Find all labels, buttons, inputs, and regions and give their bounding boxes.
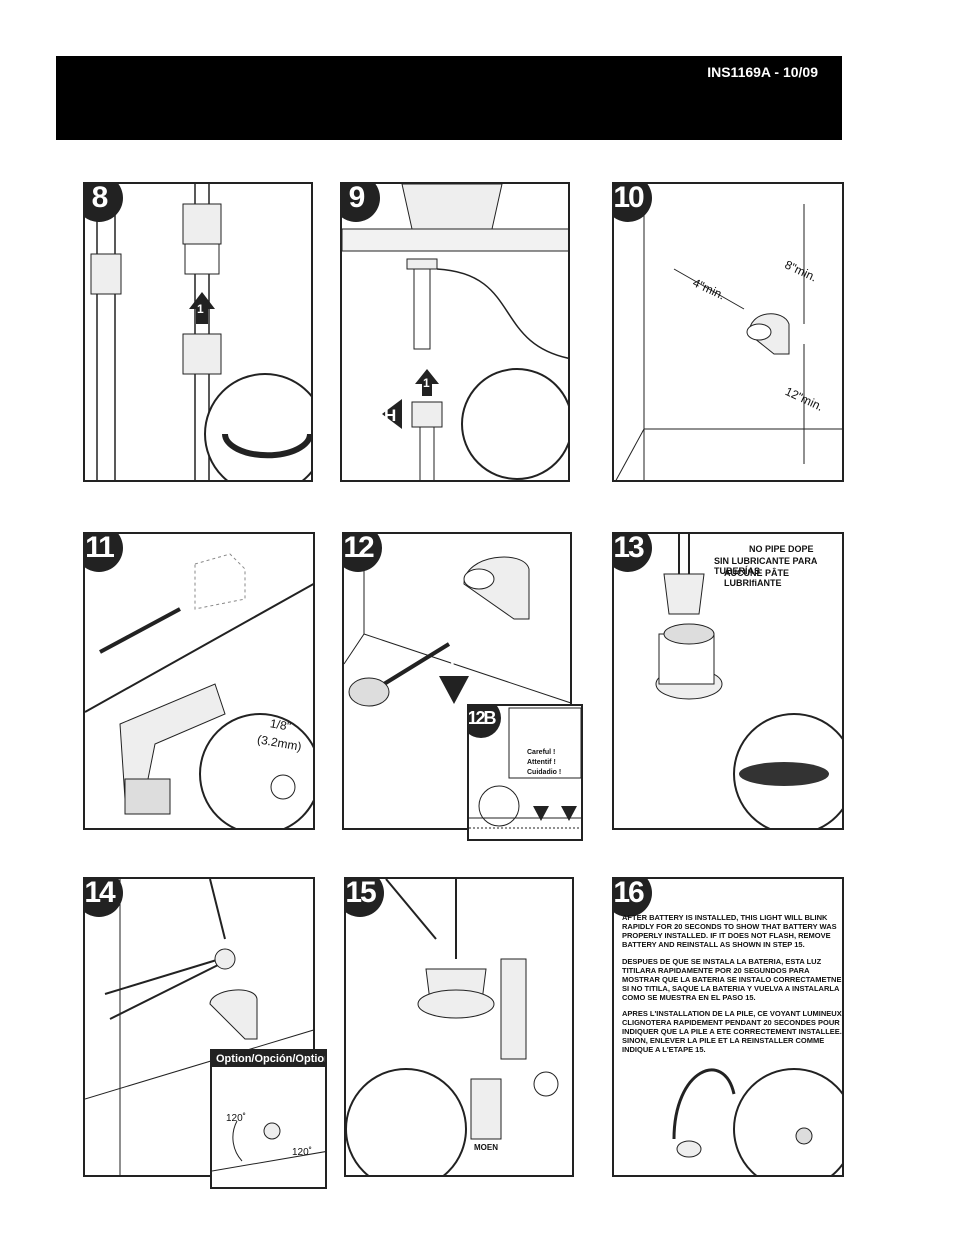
step-8-illustration [90, 184, 311, 480]
step-12-part-k: K [442, 560, 455, 579]
step-12-part-i: I [450, 654, 455, 673]
step-10-part-k: K [715, 320, 728, 339]
step-16-panel: 16 AFTER BATTERY IS INSTALLED, THIS LIGH… [612, 877, 844, 1177]
step-13-note-fr: AUCUNE PÂTE LUBRIfiANTE [724, 568, 790, 588]
step-8-panel: 8 1 [83, 182, 313, 482]
step-8-number: 8 [85, 184, 123, 222]
step-14-angle-2: 120˚ [292, 1147, 313, 1158]
step-16-illustration [672, 1068, 842, 1175]
step-16-text-fr: APRES L'INSTALLATION DE LA PILE, CE VOYA… [622, 1009, 842, 1054]
step-13-part-h: H [638, 582, 651, 601]
step-15-panel: 15 K L M MOEN [344, 877, 574, 1177]
step-12b-careful-en: Careful ! [527, 749, 556, 756]
step-9-illustration [342, 184, 568, 480]
step-12b-careful-es: Cuidadio ! [527, 769, 562, 776]
step-12b-illustration [469, 707, 581, 829]
step-12-illustration [344, 534, 570, 707]
step-8-arrow-1-label: 1 [197, 302, 204, 316]
step-15-illustration [346, 879, 559, 1175]
step-9-number: 9 [342, 184, 380, 222]
step-11-number: 11 [85, 534, 123, 572]
header-bar: INS1169A - 10/09 [56, 56, 842, 140]
step-9-panel: 9 H 1 [340, 182, 570, 482]
step-11-part-k: K [166, 554, 179, 573]
step-14-option-illustration [212, 1120, 325, 1172]
step-14-part-k: K [275, 1002, 288, 1021]
step-15-part-l: L [544, 1044, 555, 1063]
step-13-note-es: SIN LUBRICANTE PARA TUBERÍAS [714, 556, 817, 576]
step-13-panel: 13 H NO PIPE DOPE SIN LUBRICANTE PARA TU… [612, 532, 844, 830]
step-15-brand: MOEN [474, 1143, 498, 1152]
document-id: INS1169A - 10/09 [707, 64, 818, 80]
step-12b-careful-fr: Attentif ! [527, 759, 556, 766]
step-10-illustration [615, 184, 842, 480]
step-13-illustration [655, 534, 842, 828]
step-11-panel: 11 K 1/8" (3.2mm) [83, 532, 315, 830]
step-14-part-j: J [257, 952, 267, 971]
step-15-part-k: K [396, 997, 409, 1016]
step-16-text-en: AFTER BATTERY IS INSTALLED, THIS LIGHT W… [622, 913, 837, 949]
step-13-note-en: NO PIPE DOPE [749, 544, 814, 554]
step-9-part-h: H [384, 406, 397, 425]
step-16-text-es: DESPUES DE QUE SE INSTALA LA BATERIA, ES… [622, 957, 842, 1002]
step-15-part-m: M [514, 1134, 529, 1153]
step-14-option-label: Option/Opción/Option [212, 1051, 325, 1067]
step-11-illustration [85, 553, 313, 828]
step-10-panel: 10 K 8"min. 4"min. 12"min. [612, 182, 844, 482]
step-12b-inset: 12B Careful ! Attentif ! Cuidadio ! [467, 704, 583, 841]
step-9-arrow-1-label: 1 [423, 376, 430, 390]
step-16-number: 16 [614, 879, 652, 917]
step-14-part-h: H [242, 899, 255, 918]
step-14-angle-1: 120˚ [226, 1113, 247, 1124]
step-14-illustration [85, 879, 313, 1175]
step-14-option-inset: Option/Opción/Option 120˚ 120˚ [210, 1049, 327, 1189]
